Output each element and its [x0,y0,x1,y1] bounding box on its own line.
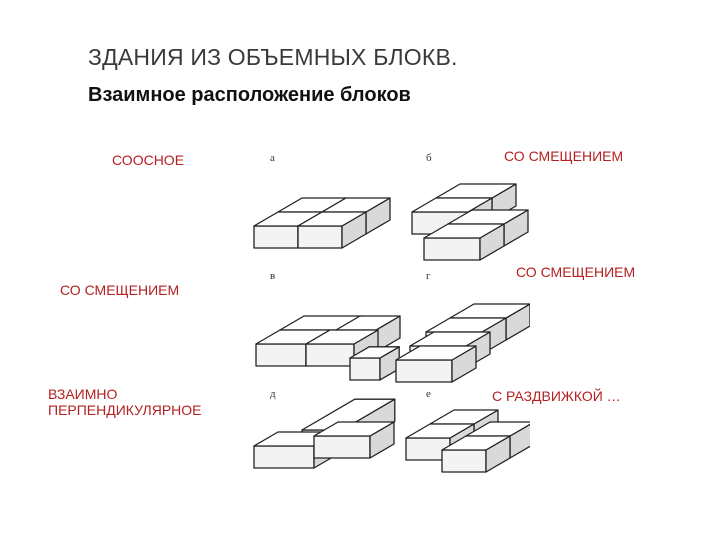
label-spread: С РАЗДВИЖКОЙ … [492,388,621,404]
block-face [405,423,475,439]
caption-e: е [426,388,431,400]
caption-b: б [426,152,432,164]
block-face [255,343,307,367]
block-face [305,343,355,367]
caption-a: а [270,152,275,164]
label-offset-mid-right: СО СМЕЩЕНИЕМ [516,264,636,280]
block-face [411,197,493,213]
block-face [313,421,395,437]
block-face [395,359,453,383]
block-face [297,211,367,227]
block-face [441,449,487,473]
blocks-svg [253,183,530,473]
label-offset-top-right: СО СМЕЩЕНИЕМ [504,148,624,164]
label-coaxial: СООСНОЕ [112,152,185,168]
block-face [253,225,299,249]
slide-title: ЗДАНИЯ ИЗ ОБЪЕМНЫХ БЛОКВ. [88,44,458,70]
block-face [395,345,477,361]
block-face [423,237,481,261]
caption-g: г [426,270,431,282]
label-perpendicular: ВЗАИМНО ПЕРПЕНДИКУЛЯРНОЕ [48,386,202,418]
caption-v: в [270,270,276,282]
block-arrangement-drawing: а б в г д е [240,140,530,490]
block-face [305,329,379,345]
block-face [423,223,505,239]
caption-d: д [270,388,276,400]
block-face [253,445,315,469]
block-face [297,225,343,249]
block-face [349,357,381,381]
slide-subtitle: Взаимное расположение блоков [88,84,411,106]
block-face [349,346,400,359]
block-face [313,435,371,459]
block-face [441,435,511,451]
label-offset-mid-left: СО СМЕЩЕНИЕМ [60,282,180,298]
